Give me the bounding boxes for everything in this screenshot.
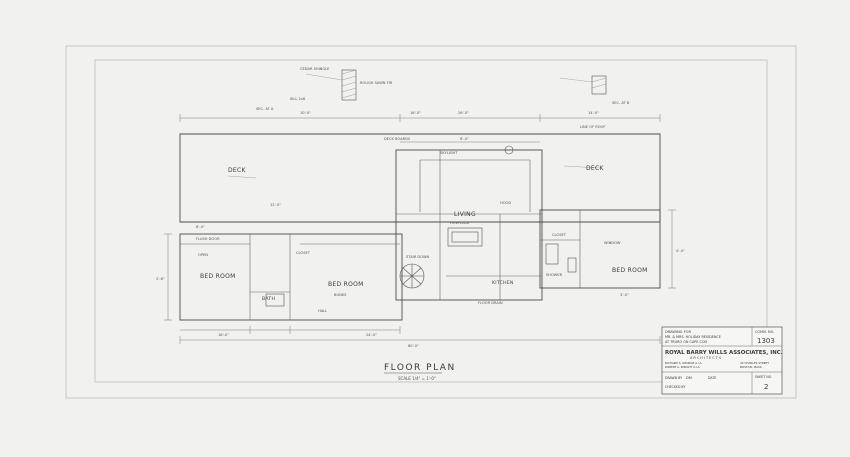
dim-d5: 6'-0" (460, 137, 469, 141)
tb-sheet-label: SHEET NO. (755, 375, 772, 379)
dim-d12: 3'-0" (620, 293, 629, 297)
dim-d9: 24'-0" (366, 333, 377, 337)
tb-partner-right: 44 CHARLES STREET (740, 361, 769, 365)
drawing-title: FLOOR PLAN (384, 363, 456, 373)
note-17: OPEN (198, 253, 208, 257)
note-13: CLOSET (552, 233, 567, 237)
note-3: SILL 2x6 (290, 97, 306, 101)
leader-lines (227, 73, 601, 179)
note-18: BUNKS (334, 293, 347, 297)
interior-walls (180, 150, 581, 320)
tb-checked-by-label: CHECKED BY (665, 385, 685, 389)
dimension-lines (164, 114, 676, 344)
tb-drawn-by: DM (686, 376, 692, 380)
note-7: FIREPLACE (450, 221, 470, 225)
sheet-border (65, 45, 797, 399)
note-2: CEDAR SHINGLE (300, 67, 330, 71)
note-9: CLOSET (296, 251, 311, 255)
tb-partner-right2: BOSTON, MASS. (740, 365, 763, 369)
note-15: SHOWER (546, 273, 563, 277)
dim-d3: 14'-0" (588, 111, 599, 115)
tb-firm-sub: A R C H I T E C T S (690, 356, 721, 360)
tb-drawing-for: DRAWING FOR (665, 330, 692, 334)
note-4: LINE OF ROOF (580, 125, 605, 129)
tb-firm: ROYAL BARRY WILLS ASSOCIATES, INC. (665, 350, 783, 356)
room-label-bath: BATH (262, 296, 275, 302)
section-label-a: SEC. AT A (256, 107, 274, 111)
tb-date-label: DATE (708, 376, 716, 380)
note-6: STAIR DOWN (406, 255, 430, 259)
tb-sheet-no: 2 (764, 383, 768, 391)
dim-d7: 8'-0" (196, 225, 205, 229)
dim-d4: 10'-0" (300, 111, 311, 115)
tb-comm-no: 1303 (757, 337, 775, 345)
note-12: WINDOW (604, 241, 621, 245)
room-label-bed-room-center: BED ROOM (328, 281, 364, 288)
dim-overall: 80'-0" (408, 344, 419, 348)
room-label-deck-right: DECK (586, 165, 605, 172)
room-label-deck-left: DECK (228, 167, 247, 174)
section-label-b: SEC. AT B (612, 101, 630, 105)
title-block: DRAWING FOR MR. & MRS. HOLIDAY RESIDENCE… (661, 326, 783, 395)
room-label-bed-room-left: BED ROOM (200, 273, 236, 280)
room-label-living: LIVING (454, 211, 476, 218)
building-outline (179, 133, 661, 321)
dim-d1: 16'-0" (410, 111, 421, 115)
note-11: SKYLIGHT (440, 151, 458, 155)
tb-partner-left: RICHARD S. GEORGE A.I.A. (665, 361, 703, 365)
note-1: ROUGH SAWN FIR (360, 81, 393, 85)
dim-d6: 12'-0" (270, 203, 281, 207)
note-10: HOOD (500, 201, 511, 205)
tb-comm-label: COMM. NO. (755, 330, 774, 334)
room-label-bed-room-right: BED ROOM (612, 267, 648, 274)
dim-d8: 18'-0" (218, 333, 229, 337)
room-label-kitchen: KITCHEN (492, 280, 514, 286)
drawing-scale: SCALE 1/4" = 1'-0" (398, 376, 436, 381)
note-5: FLUSH DOOR (196, 237, 220, 241)
wall-hatch (341, 69, 607, 99)
note-14: DECK BOARDS (384, 137, 411, 141)
tb-partner-left2: ROBERT A. WRIGHT A.I.A. (665, 365, 701, 369)
tb-project-line2: AT TRURO ON CAPE COD (665, 340, 707, 344)
note-16: HALL (318, 309, 327, 313)
dim-d11: 4'-0" (676, 249, 685, 253)
tb-drawn-by-label: DRAWN BY (665, 376, 682, 380)
tb-project-line1: MR. & MRS. HOLIDAY RESIDENCE (665, 335, 721, 339)
dim-d2: 26'-0" (458, 111, 469, 115)
dim-d10: 2'-6" (156, 277, 165, 281)
fixtures (265, 69, 607, 307)
note-8: FLOOR DRAIN (478, 301, 503, 305)
